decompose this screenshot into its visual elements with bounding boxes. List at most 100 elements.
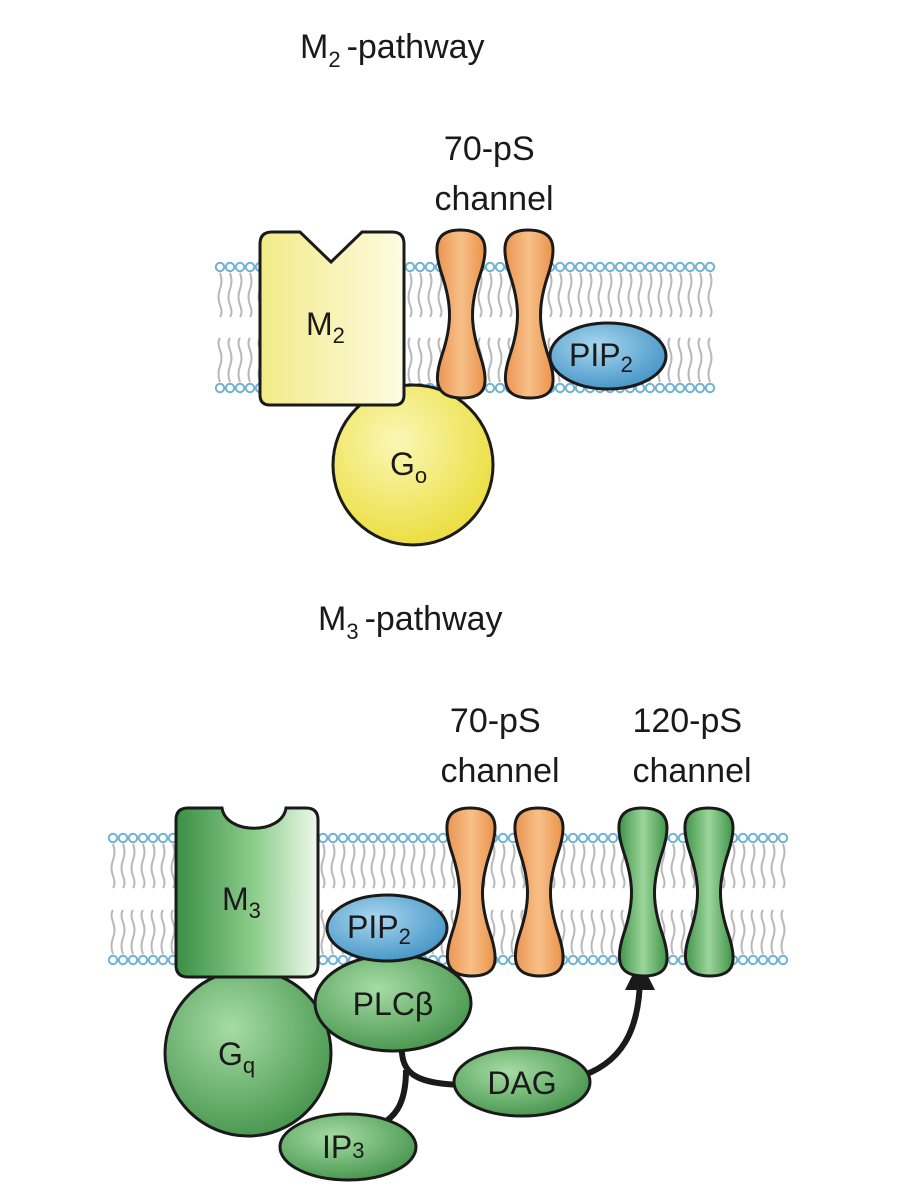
m3-channel-70ps xyxy=(445,806,565,978)
lipid-head-inner xyxy=(224,382,236,394)
lipid-head-outer xyxy=(214,261,226,273)
lipid-head-outer xyxy=(667,832,679,844)
lipid-head-inner xyxy=(117,954,129,966)
go-label: Go xyxy=(390,446,427,488)
lipid-head-inner xyxy=(127,954,139,966)
lipid-head-outer xyxy=(674,261,686,273)
lipid-head-outer xyxy=(654,261,666,273)
lipid-head-inner xyxy=(597,954,609,966)
dag xyxy=(452,1046,592,1118)
m3-receptor-label: M3 xyxy=(222,881,261,923)
lipid-head-outer xyxy=(597,832,609,844)
lipid-head-outer xyxy=(574,261,586,273)
lipid-head-outer xyxy=(407,832,419,844)
m3-pip2 xyxy=(325,893,449,963)
lipid-head-outer xyxy=(614,261,626,273)
m2-channel-right-subunit xyxy=(503,228,555,400)
m3-channel120-right-subunit xyxy=(683,806,735,978)
lipid-head-outer xyxy=(747,832,759,844)
m2-channel-70ps xyxy=(435,228,555,400)
gq-label: Gq xyxy=(218,1036,255,1078)
m3-channel120-left-subunit xyxy=(617,806,669,978)
lipid-head-inner xyxy=(644,382,656,394)
lipid-head-inner xyxy=(137,954,149,966)
m3-channel70-label: 70-pS channel xyxy=(440,702,559,790)
lipid-head-outer xyxy=(317,832,329,844)
m2-receptor xyxy=(258,230,406,407)
lipid-head-inner xyxy=(747,954,759,966)
lipid-head-outer xyxy=(484,261,496,273)
lipid-head-outer xyxy=(644,261,656,273)
lipid-head-outer xyxy=(497,832,509,844)
lipid-head-outer xyxy=(244,261,256,273)
lipid-head-outer xyxy=(607,832,619,844)
m3-channel120-label: 120-pS channel xyxy=(632,702,751,790)
lipid-head-inner xyxy=(147,954,159,966)
lipid-head-outer xyxy=(624,261,636,273)
lipid-head-inner xyxy=(497,954,509,966)
lipid-head-outer xyxy=(157,832,169,844)
lipid-head-outer xyxy=(594,261,606,273)
lipid-head-inner xyxy=(694,382,706,394)
lipid-head-inner xyxy=(244,382,256,394)
m2-pathway-title: M2-pathway xyxy=(300,28,485,72)
lipid-head-outer xyxy=(777,832,789,844)
lipid-head-outer xyxy=(694,261,706,273)
lipid-head-outer xyxy=(554,261,566,273)
lipid-head-outer xyxy=(664,261,676,273)
lipid-head-outer xyxy=(127,832,139,844)
lipid-head-outer xyxy=(404,261,416,273)
lipid-head-outer xyxy=(337,832,349,844)
lipid-head-inner xyxy=(234,382,246,394)
lipid-head-inner xyxy=(214,382,226,394)
m3-pathway-title: M3-pathway xyxy=(318,600,503,644)
m3-receptor xyxy=(174,806,320,979)
lipid-head-inner xyxy=(587,954,599,966)
lipid-head-outer xyxy=(587,832,599,844)
m3-pip2-label: PIP2 xyxy=(347,909,411,949)
go-protein xyxy=(331,383,495,547)
lipid-head-inner xyxy=(757,954,769,966)
lipid-head-outer xyxy=(347,832,359,844)
lipid-head-outer xyxy=(107,832,119,844)
lipid-head-inner xyxy=(664,382,676,394)
lipid-head-outer xyxy=(584,261,596,273)
lipid-head-outer xyxy=(377,832,389,844)
lipid-head-inner xyxy=(327,954,339,966)
plc-beta-label: PLCβ xyxy=(353,986,434,1022)
lipid-head-outer xyxy=(424,261,436,273)
lipid-head-inner xyxy=(684,382,696,394)
lipid-head-outer xyxy=(397,832,409,844)
lipid-head-outer xyxy=(704,261,716,273)
lipid-head-inner xyxy=(484,382,496,394)
lipid-head-outer xyxy=(234,261,246,273)
lipid-head-outer xyxy=(757,832,769,844)
lipid-head-outer xyxy=(427,832,439,844)
lipid-head-outer xyxy=(117,832,129,844)
ip3 xyxy=(278,1112,418,1182)
lipid-head-outer xyxy=(417,832,429,844)
m2-pathway: M2-pathway 70-pS channel Go M2 PIP2 xyxy=(214,28,716,547)
m3-channel-120ps xyxy=(617,806,735,978)
ip3-label: IP3 xyxy=(322,1129,364,1165)
lipid-head-inner xyxy=(704,382,716,394)
lipid-head-inner xyxy=(654,382,666,394)
lipid-head-inner xyxy=(107,954,119,966)
lipid-head-outer xyxy=(604,261,616,273)
m2-pip2-label: PIP2 xyxy=(569,337,633,377)
lipid-head-outer xyxy=(437,832,449,844)
lipid-head-outer xyxy=(414,261,426,273)
lipid-head-inner xyxy=(607,954,619,966)
lipid-head-inner xyxy=(337,954,349,966)
lipid-head-outer xyxy=(224,261,236,273)
lipid-head-outer xyxy=(767,832,779,844)
lipid-head-outer xyxy=(367,832,379,844)
lipid-head-outer xyxy=(567,832,579,844)
lipid-head-inner xyxy=(577,954,589,966)
m2-channel-label: 70-pS channel xyxy=(434,130,553,218)
lipid-head-outer xyxy=(357,832,369,844)
lipid-head-outer xyxy=(737,832,749,844)
lipid-head-inner xyxy=(564,382,576,394)
m2-receptor-label: M2 xyxy=(306,306,345,348)
lipid-head-inner xyxy=(554,382,566,394)
